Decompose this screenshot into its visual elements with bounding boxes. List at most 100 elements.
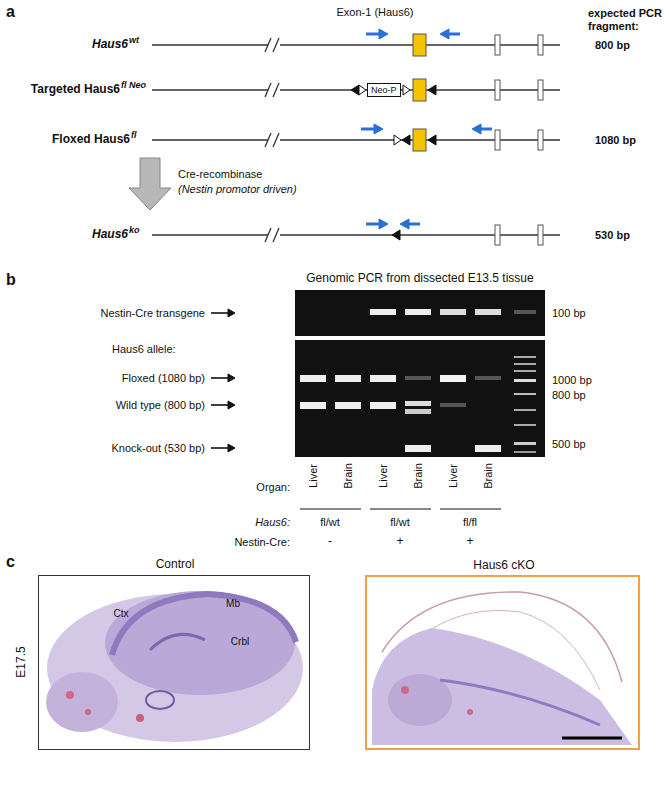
figure-shape [405,401,431,406]
figure-label: Haus6 allele: [112,343,176,356]
figure-label: Brain [482,463,495,489]
figure-shape [359,85,366,95]
figure-shape [440,309,466,315]
figure-label: c [6,553,15,571]
figure-shape [335,375,361,382]
figure-shape [335,402,361,409]
figure-label: b [6,271,16,289]
figure-shape [382,592,622,682]
figure-label: 100 bp [552,307,586,320]
figure-label: 1080 bp [595,134,636,147]
figure-label: Haus6 [92,228,128,242]
figure-shape [46,672,118,732]
figure-shape [300,375,326,382]
figure-shape [228,309,235,317]
figure-shape [400,219,409,229]
figure-label: 530 bp [595,229,630,242]
figure-shape [228,401,235,409]
figure-shape [401,686,409,694]
figure-shape [370,375,396,382]
figure-shape [514,356,536,358]
figure-shape [514,370,536,372]
figure-label: 800 bp [552,389,586,402]
gene-map [152,38,560,242]
figure-shape [366,33,379,36]
figure-label: (Nestin promotor driven) [178,183,297,196]
process-arrow [129,158,171,210]
figure-label: Nestin-Cre: [234,536,290,549]
figure-label: Floxed Haus6 [52,133,130,147]
figure-shape [405,376,431,380]
gel-top [295,290,545,336]
figure-shape [211,447,228,449]
figure-shape [136,714,144,722]
figure-shape [403,85,410,95]
figure-label: wt [129,35,139,45]
figure-shape [514,442,536,445]
node-text: Mb [226,598,240,610]
figure-label: 1000 bp [552,374,592,387]
node-text: Control [156,558,195,572]
figure-shape [449,33,460,36]
figure-label: Liver [307,464,320,488]
figure-shape [440,29,449,39]
figure-shape [481,128,492,131]
figure-shape [379,219,388,229]
figure-shape [300,509,501,510]
figure-label: fl Neo [121,80,146,90]
figure-shape [405,309,431,315]
figure-shape [265,133,279,147]
figure-label: expected PCR fragment: [588,7,664,32]
figure-shape [472,124,481,134]
figure-shape [374,124,383,134]
figure-shape [467,709,473,715]
figure-shape [392,230,400,240]
figure-shape [440,680,600,725]
figure-shape [112,594,296,655]
figure-label: Wild type (800 bp) [116,399,205,412]
figure-shape [366,223,379,226]
figure-shape [514,451,536,453]
figure-shape [514,310,536,314]
figure-label: Haus6 [92,38,128,52]
figure-shape [514,363,536,365]
figure-label: Genomic PCR from dissected E13.5 tissue [306,272,533,286]
figure-shape [562,737,622,740]
figure-label: 800 bp [595,39,630,52]
figure-shape [405,445,431,452]
figure-shape [265,38,279,52]
figure-shape [372,628,632,745]
figure-label: Brain [412,463,425,489]
figure-shape [150,634,205,650]
gel-bottom [295,340,545,457]
figure-shape [413,79,426,101]
figure-shape [430,610,600,690]
figure-label: fl [131,130,137,140]
figure-shape [495,225,500,245]
figure-label: fl/wt [390,516,410,529]
figure-label: Liver [447,464,460,488]
figure-shape [475,445,501,452]
figure-label: Brain [342,463,355,489]
figure-shape [394,135,401,145]
figure-shape [495,80,500,100]
cko-section [372,592,632,745]
figure-shape [402,135,410,145]
figure-label: Liver [377,464,390,488]
genotype-underlines [300,509,501,510]
figure-shape [514,379,536,382]
cassette-box: Neo-P [367,83,401,97]
primer-arrows [361,29,492,229]
figure-label: Knock-out (530 bp) [111,442,205,455]
figure-shape [538,35,543,55]
figure-shape [495,35,500,55]
figure-shape [538,80,543,100]
figure-label: Haus6: [255,516,290,529]
figure-shape [85,709,91,715]
figure-shape [514,409,536,411]
figure-label: - [328,535,332,549]
figure-label: Exon-1 (Haus6) [336,6,413,19]
figure-shape [295,290,545,336]
control-section [46,591,303,742]
